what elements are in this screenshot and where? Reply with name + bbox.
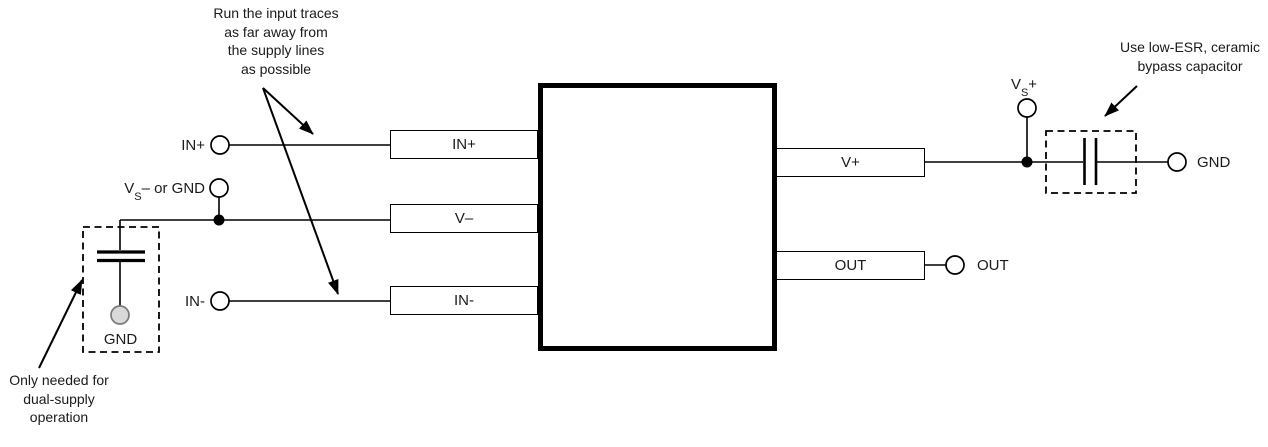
label-in-plus: IN+: [120, 138, 205, 154]
capacitor-icon-left: [97, 250, 145, 263]
label-vs-minus-sub: S: [134, 191, 142, 203]
dashed-box-dual-supply-cap: [82, 226, 160, 353]
note-input-traces-line2: as far away from: [224, 23, 328, 40]
label-in-minus-text: IN-: [185, 293, 205, 310]
pad-v-plus: V+: [776, 148, 925, 177]
note-input-traces-line4: as possible: [240, 60, 312, 77]
terminal-circle-gnd-left: [110, 305, 130, 325]
label-vs-minus-or-gnd: VS– or GND: [85, 180, 205, 203]
note-dual-supply-line3: operation: [29, 409, 89, 425]
pad-in-plus: IN+: [390, 130, 538, 159]
arrow-bypass-note: [1104, 85, 1138, 117]
note-dual-supply-line1: Only needed for: [9, 372, 109, 388]
note-input-traces-line1: Run the input traces: [213, 5, 339, 21]
label-vs-plus-sub: S: [1020, 87, 1029, 99]
note-bypass-line1: Use low-ESR, ceramic: [1119, 39, 1261, 55]
ic-body: [538, 83, 777, 351]
arrow-input-traces-to-in-plus: [262, 87, 314, 135]
label-gnd-left: GND: [92, 332, 149, 348]
terminal-circle-vs-plus: [1017, 98, 1037, 118]
label-out-terminal-text: OUT: [977, 257, 1009, 274]
note-bypass-capacitor: Use low-ESR, ceramic bypass capacitor: [1080, 38, 1268, 75]
label-vs-minus-v: V: [124, 180, 135, 197]
label-out-terminal: OUT: [977, 258, 1009, 274]
arrow-input-traces-to-in-minus: [262, 87, 339, 295]
terminal-circle-vs-minus: [209, 178, 229, 198]
label-gnd-right: GND: [1197, 155, 1230, 171]
label-vs-plus-rest: +: [1028, 76, 1038, 93]
label-gnd-right-text: GND: [1197, 154, 1231, 171]
note-input-traces-line3: the supply lines: [227, 42, 325, 58]
pad-out-label: OUT: [834, 257, 867, 274]
pad-v-minus-label: V–: [454, 210, 474, 227]
label-in-plus-text: IN+: [181, 137, 205, 154]
terminal-circle-in-minus: [210, 291, 230, 311]
pad-in-plus-label: IN+: [452, 136, 476, 153]
label-vs-plus-v: V: [1010, 76, 1021, 93]
capacitor-icon-right: [1083, 138, 1098, 185]
note-bypass-line2: bypass capacitor: [1137, 57, 1243, 74]
junction-dot-vs-minus: [213, 214, 225, 226]
pad-v-minus: V–: [390, 204, 538, 233]
pad-v-plus-label: V+: [841, 154, 860, 171]
junction-dot-vs-plus: [1021, 156, 1033, 168]
dashed-box-bypass-cap: [1045, 130, 1137, 194]
terminal-circle-gnd-right: [1167, 152, 1187, 172]
terminal-circle-in-plus: [210, 135, 230, 155]
label-gnd-left-text: GND: [103, 331, 138, 348]
pad-in-minus-label: IN-: [454, 292, 474, 309]
arrow-dual-supply-note: [38, 279, 83, 369]
note-dual-supply-line2: dual-supply: [23, 390, 95, 407]
pad-in-minus: IN-: [390, 286, 538, 315]
label-in-minus: IN-: [120, 294, 205, 310]
note-input-traces: Run the input traces as far away from th…: [176, 4, 376, 78]
label-vs-plus: VS+: [994, 76, 1054, 99]
label-vs-minus-rest: – or GND: [141, 180, 205, 197]
pad-out: OUT: [776, 251, 925, 280]
terminal-circle-out: [945, 255, 965, 275]
note-dual-supply: Only needed for dual-supply operation: [0, 371, 118, 427]
